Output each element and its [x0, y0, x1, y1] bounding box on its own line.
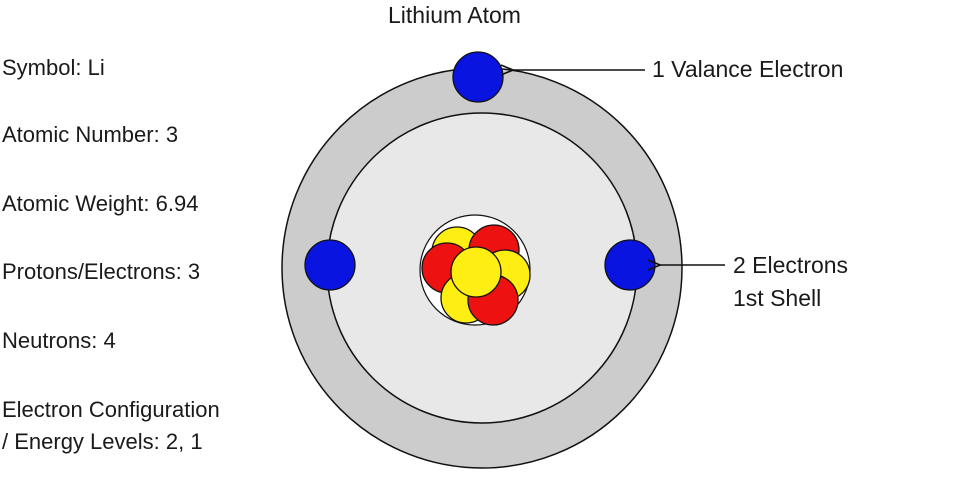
first-shell-callout: 2 Electrons 1st Shell	[733, 249, 848, 315]
atomic-number-label: Atomic Number: 3	[2, 122, 179, 147]
electron-configuration-label: Electron Configuration / Energy Levels: …	[2, 394, 220, 458]
first-shell-callout-line2: 1st Shell	[733, 285, 822, 311]
valance-electron-callout: 1 Valance Electron	[652, 56, 844, 82]
electron-configuration-line2: / Energy Levels: 2, 1	[2, 429, 203, 454]
first-shell-callout-line1: 2 Electrons	[733, 252, 849, 278]
protons-electrons-label: Protons/Electrons: 3	[2, 259, 201, 284]
valance-electron	[452, 51, 504, 103]
symbol-label: Symbol: Li	[2, 55, 105, 80]
electron-configuration-line1: Electron Configuration	[2, 397, 220, 422]
first-shell-electron-left	[304, 239, 356, 291]
neutron	[450, 246, 502, 298]
neutrons-label: Neutrons: 4	[2, 328, 116, 353]
diagram-title: Lithium Atom	[388, 2, 521, 28]
atomic-weight-label: Atomic Weight: 6.94	[2, 191, 199, 216]
nucleus	[421, 224, 531, 326]
first-shell-electron-right	[604, 239, 656, 291]
